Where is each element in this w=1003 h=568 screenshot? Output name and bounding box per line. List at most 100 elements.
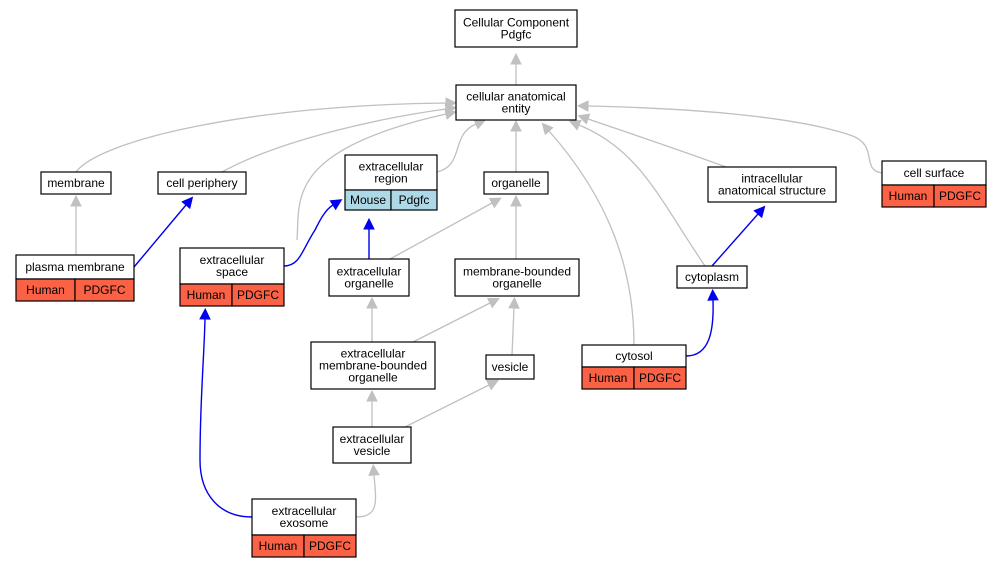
arrowhead-icon [70,194,82,207]
node-box [251,498,357,536]
node-cytoplasm[interactable]: cytoplasm [676,265,748,289]
node-box [40,171,112,195]
node-box [344,154,438,191]
node-label: extracellular [337,265,402,279]
edge-extracellular-exosome-to-extracellular-vesicle [355,463,380,518]
species-badge: Human PDGFC [15,278,135,302]
edge-cytosol-to-cellular-anatomical-entity [541,122,635,346]
node-label: extracellular [200,253,265,267]
node-label: anatomical structure [718,184,826,198]
gene-cell [633,366,687,390]
node-label: extracellular [359,160,424,174]
edge-line [221,108,447,173]
edge-extracellular-membrane-bounded-organelle-to-extracellular-organelle [366,296,378,342]
edge-vesicle-to-membrane-bounded-organelle [508,296,520,356]
edge-extracellular-region-to-cellular-anatomical-entity [436,118,487,173]
node-label: vesicle [492,360,529,374]
node-label: extracellular [272,504,337,518]
node-label: organelle [344,277,394,291]
node-box [707,166,837,203]
edge-line [412,302,491,343]
edge-line [133,204,187,268]
edge-plasma-membrane-to-cell-periphery [133,196,194,268]
edge-layer [70,52,883,518]
node-label: intracellular [741,172,802,186]
species-badge: Human PDGFC [251,534,357,558]
edge-organelle-to-cellular-anatomical-entity [510,119,522,172]
species-label: Human [259,539,298,553]
edge-line [355,474,377,518]
edge-line [75,102,447,173]
node-label: plasma membrane [25,260,125,274]
arrowhead-icon [366,389,378,402]
node-label: exosome [280,516,329,530]
edge-extracellular-vesicle-to-extracellular-membrane-bounded-organelle [366,389,378,427]
node-membrane[interactable]: membrane [40,171,112,195]
node-box [676,265,748,289]
node-box [310,341,436,390]
edge-plasma-membrane-to-membrane [70,194,82,255]
edge-cytosol-to-cytoplasm [685,288,719,357]
arrowhead-icon [508,296,520,309]
node-box [454,9,578,48]
arrowhead-icon [363,217,375,230]
edge-line [587,118,727,168]
edge-line [389,202,493,260]
species-label: Human [187,288,226,302]
edge-cell-surface-to-cellular-anatomical-entity [576,100,883,174]
arrowhead-icon [510,194,522,207]
arrowhead-icon [488,197,502,209]
node-label: cytosol [615,349,652,363]
gene-cell [74,278,135,302]
node-label: membrane [47,176,105,190]
arrowhead-icon [485,380,499,391]
arrowhead-icon [576,100,589,112]
gene-label: PDGFC [309,539,351,553]
node-label: membrane-bounded [463,265,571,279]
edge-line [511,307,515,356]
arrowhead-icon [541,122,554,136]
node-label: organelle [491,176,541,190]
edge-extracellular-space-to-extracellular-region [283,199,343,267]
species-label: Human [26,283,65,297]
node-box [485,354,535,380]
node-label: cell periphery [166,176,237,190]
node-cell-periphery[interactable]: cell periphery [157,171,247,195]
gene-label: PDGFC [84,283,126,297]
edge-extracellular-exosome-to-extracellular-space [199,307,253,518]
node-organelle[interactable]: organelle [483,171,549,195]
node-label: organelle [492,277,542,291]
arrowhead-icon [568,119,582,131]
gene-cell [390,189,438,211]
node-box [483,171,549,195]
arrowhead-icon [707,288,719,301]
edge-cellular-anatomical-entity-to-root [510,52,522,85]
arrowhead-icon [577,113,591,125]
edge-extracellular-space-to-cellular-anatomical-entity [296,108,457,241]
species-label: Human [589,371,628,385]
edge-line [587,105,883,174]
edge-line [711,213,759,267]
node-label: extracellular [340,432,405,446]
node-vesicle[interactable]: vesicle [485,354,535,380]
node-label: cell surface [904,166,965,180]
arrowhead-icon [473,118,487,130]
edge-extracellular-membrane-bounded-organelle-to-membrane-bounded-organelle [412,297,500,343]
